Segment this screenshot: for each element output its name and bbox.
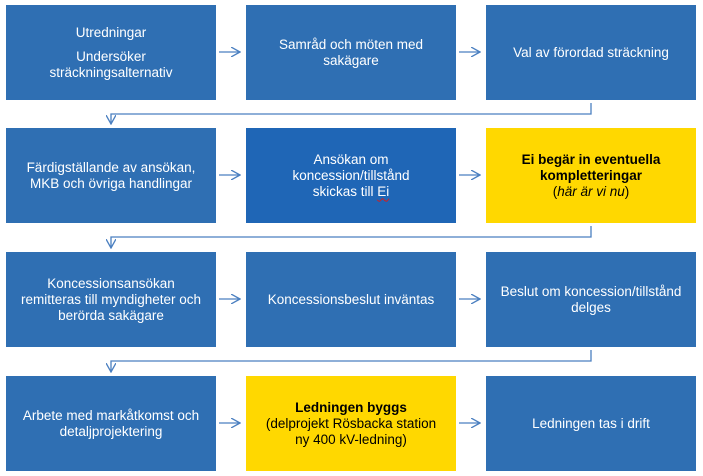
arrow-down-return <box>111 103 592 124</box>
step-samrad-text: Samråd och möten med <box>278 36 424 52</box>
step-samrad-text: sakägare <box>323 52 379 68</box>
step-val-text: Val av förordad sträckning <box>513 44 669 60</box>
step-ei-begar-title: Ei begär in eventuella <box>521 151 661 167</box>
step-byggs-text: (delprojekt Rösbacka station <box>265 415 437 431</box>
step-remitteras-text: remitteras till myndigheter och <box>20 291 202 307</box>
step-utredningar-text: sträckningsalternativ <box>49 64 173 80</box>
arrow-down-return <box>111 350 592 372</box>
arrow-down-return <box>111 226 592 248</box>
step-byggs-text: ny 400 kV-ledning) <box>295 431 407 447</box>
step-utredningar-text: Undersöker <box>76 48 146 64</box>
step-ansokan-text: Ansökan om <box>313 151 389 167</box>
status-current-label: här är vi nu <box>557 183 625 199</box>
step-fardigstallande: Färdigställande av ansökan, MKB och övri… <box>6 128 216 223</box>
step-drift-text: Ledningen tas i drift <box>532 415 650 431</box>
step-ei-begar: Ei begär in eventuella kompletteringar (… <box>486 128 696 223</box>
step-beslut-text: Beslut om koncession/tillstånd <box>500 283 682 299</box>
step-fardigstallande-text: Färdigställande av ansökan, <box>26 159 196 175</box>
step-ansokan-text: skickas till Ei <box>313 184 390 200</box>
step-ansokan-prefix: skickas till <box>312 183 378 199</box>
status-paren-close: ) <box>624 183 630 199</box>
step-remitteras: Koncessionsansökan remitteras till myndi… <box>6 252 216 347</box>
step-byggs: Ledningen byggs (delprojekt Rösbacka sta… <box>246 376 456 471</box>
status-paren-open: ( <box>552 183 558 199</box>
step-markatkomst: Arbete med markåtkomst och detaljprojekt… <box>6 376 216 471</box>
step-remitteras-text: berörda sakägare <box>58 307 164 323</box>
step-drift: Ledningen tas i drift <box>486 376 696 471</box>
step-remitteras-text: Koncessionsansökan <box>47 275 175 291</box>
step-invantas: Koncessionsbeslut inväntas <box>246 252 456 347</box>
step-markatkomst-text: Arbete med markåtkomst och <box>22 407 200 423</box>
step-byggs-title: Ledningen byggs <box>295 399 407 415</box>
step-beslut-text: delges <box>571 299 611 315</box>
step-invantas-text: Koncessionsbeslut inväntas <box>267 291 435 307</box>
step-samrad: Samråd och möten med sakägare <box>246 5 456 100</box>
step-ei-begar-title: kompletteringar <box>539 167 643 183</box>
step-val: Val av förordad sträckning <box>486 5 696 100</box>
step-beslut: Beslut om koncession/tillstånd delges <box>486 252 696 347</box>
step-ansokan: Ansökan om koncession/tillstånd skickas … <box>246 128 456 223</box>
step-utredningar-title: Utredningar <box>75 24 147 40</box>
step-fardigstallande-text: MKB och övriga handlingar <box>29 175 193 191</box>
step-ansokan-ei-word: Ei <box>377 183 390 199</box>
step-utredningar: Utredningar Undersöker sträckningsaltern… <box>6 5 216 100</box>
step-markatkomst-text: detaljprojektering <box>59 423 163 439</box>
step-ei-begar-status: (här är vi nu) <box>553 184 630 200</box>
step-ansokan-text: koncession/tillstånd <box>292 167 410 183</box>
